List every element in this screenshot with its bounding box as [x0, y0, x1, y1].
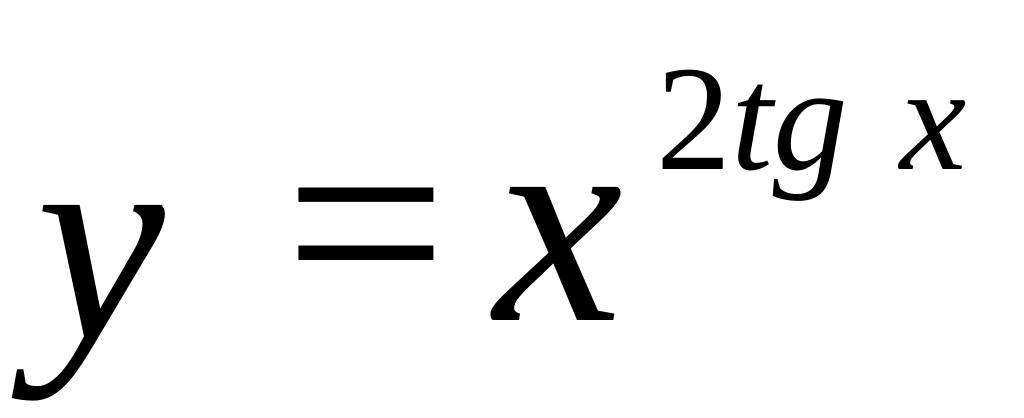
exponent-argument: x — [899, 36, 967, 202]
formula-lhs-variable: y — [36, 80, 165, 401]
exponent-coefficient: 2 — [656, 36, 731, 202]
formula-equals-sign: = — [284, 62, 448, 383]
formula-base-variable: x — [494, 62, 623, 383]
exponent-function: tg — [731, 36, 848, 202]
